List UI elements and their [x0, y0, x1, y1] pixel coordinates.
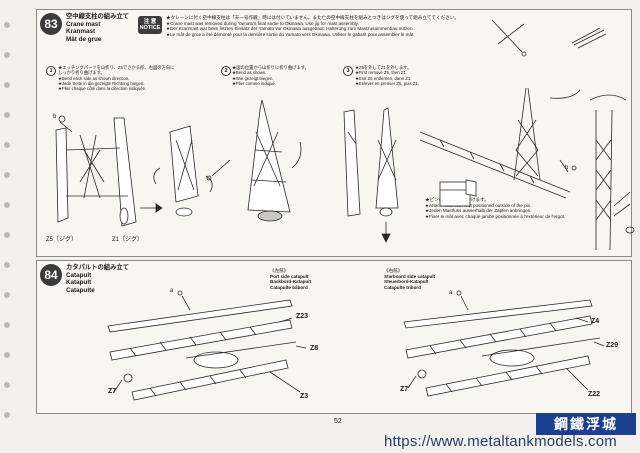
label-z7-starboard: Z7 — [400, 386, 409, 393]
step1-jig-assembly — [55, 115, 137, 227]
label-a-port: a — [170, 288, 174, 294]
label-b-1: b — [53, 114, 57, 120]
label-z23: Z23 — [296, 313, 309, 320]
step-83-number: 83 — [40, 13, 62, 35]
step-84-title: カタパルトの組み立て Catapult Katapult Catapulte — [66, 264, 129, 294]
substep-3-text: ★Z5を外してZ1を外します。★First remove Z5, then Z1… — [355, 65, 420, 86]
label-z29: Z29 — [606, 342, 619, 349]
label-z5-jig: Z5（ジグ） — [46, 237, 78, 243]
binder-holes — [4, 0, 12, 453]
label-b-2: b — [565, 165, 569, 171]
step3-jig-removal — [343, 107, 399, 243]
step1-result — [153, 125, 213, 217]
label-a-starboard: a — [449, 290, 453, 296]
label-z7-port: Z7 — [108, 388, 117, 395]
step-84-number: 84 — [40, 264, 62, 286]
arrow-1 — [140, 203, 163, 213]
starboard-catapult-heading: 《右舷》 Starboard side catapult Steuerbord-… — [384, 268, 436, 290]
watermark-url[interactable]: https://www.metaltankmodels.com — [384, 433, 617, 450]
port-catapult-drawing — [107, 290, 307, 401]
step-83-title: 空中線支柱の組み立て Crane mast Kranmast Mât de gr… — [66, 13, 129, 43]
label-z1-jig: Z1（ジグ） — [112, 237, 144, 243]
crane-assembly — [419, 87, 581, 207]
step-84-panel — [36, 260, 632, 414]
notice-sketch — [491, 19, 607, 57]
label-z3: Z3 — [300, 393, 309, 400]
port-catapult-heading: 《左舷》 Port side catapult Backbord-Katapul… — [270, 268, 312, 290]
page-number: 52 — [334, 418, 342, 425]
substep-1-number: 1 — [46, 66, 56, 76]
substep-2-text: ★図の位置から山折りに折り曲げます。★Bend as shown. ★Wie g… — [232, 65, 309, 86]
substep-3-number: 3 — [343, 66, 353, 76]
label-z4: Z4 — [591, 318, 600, 325]
label-z22: Z22 — [588, 391, 601, 398]
substep-1-text: ★エッチングパーツを山折り、Z5でさかる所、右図の方向にしっかり折り曲げます。 … — [58, 65, 175, 92]
label-z8: Z8 — [310, 345, 319, 352]
watermark-logo: 鋼鐵浮城 — [536, 413, 636, 435]
substep-2-number: 2 — [221, 66, 231, 76]
step2-mast — [206, 99, 302, 222]
starboard-catapult-drawing — [403, 290, 605, 397]
notice-text: ★クレーンに付く空中線支柱は「天一号作戦」時には付いていません。また亡の空中線支… — [166, 15, 459, 37]
mast-detail-view — [589, 94, 635, 251]
